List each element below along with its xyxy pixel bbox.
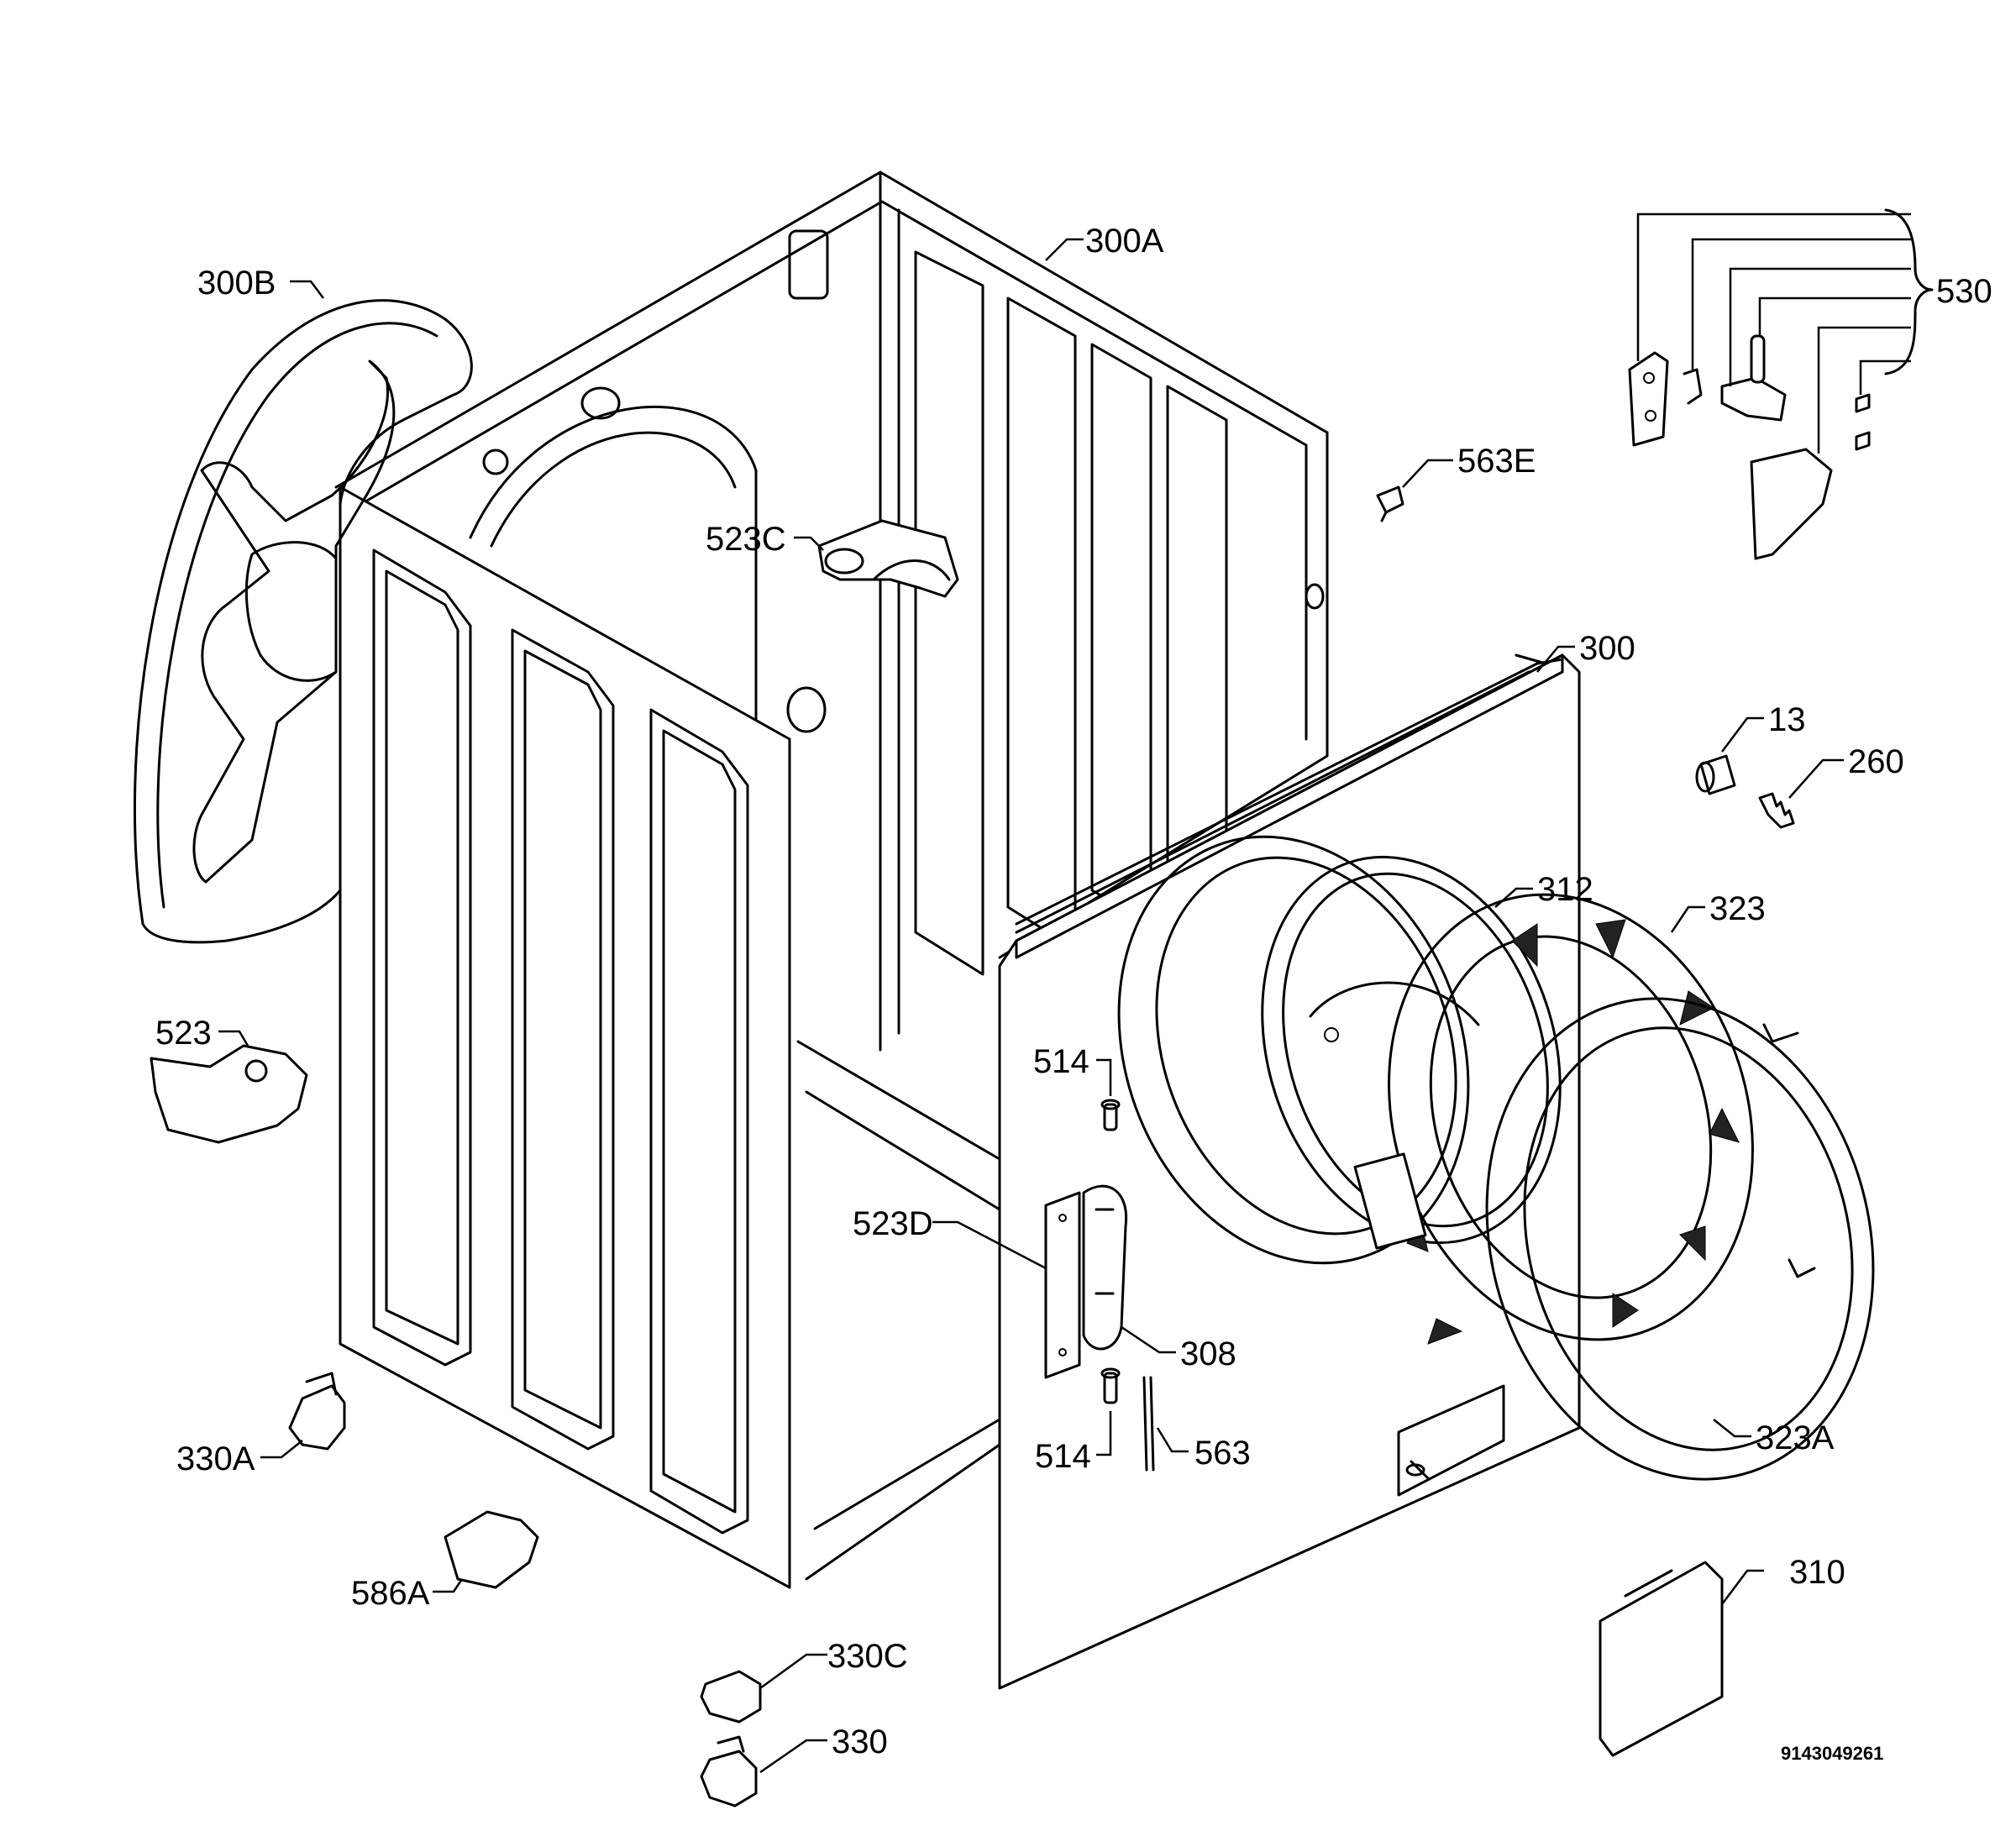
label-330A: 330A	[176, 1440, 255, 1477]
rear-cover-300B	[133, 299, 473, 944]
spring-260	[1758, 792, 1795, 829]
leader-lines	[218, 208, 1934, 1774]
label-308: 308	[1180, 1335, 1236, 1372]
rod-563	[1142, 1376, 1155, 1472]
bracket-523D	[1044, 1191, 1081, 1379]
cover-310	[1599, 1561, 1724, 1757]
label-563E: 563E	[1457, 443, 1536, 480]
label-260: 260	[1848, 743, 1904, 780]
label-323: 323	[1709, 890, 1766, 927]
label-300A: 300A	[1085, 223, 1164, 260]
label-563: 563	[1194, 1435, 1251, 1472]
label-514-top: 514	[1033, 1043, 1089, 1080]
label-523D: 523D	[853, 1205, 933, 1242]
hinge-group-530	[1628, 334, 1871, 560]
front-panel-300	[998, 653, 1581, 1690]
clip-523	[150, 1044, 308, 1144]
label-323A: 323A	[1756, 1419, 1835, 1456]
foot-330A	[288, 1372, 346, 1451]
foot-330	[700, 1735, 758, 1808]
label-310: 310	[1789, 1554, 1845, 1591]
drawing-number: 9143049261	[1781, 1743, 1883, 1764]
part-563E	[1376, 485, 1404, 522]
label-330C: 330C	[827, 1638, 908, 1675]
inner-door-323	[1353, 893, 1754, 1345]
side-panel	[339, 485, 791, 1589]
label-523: 523	[155, 1015, 212, 1052]
pin-514-bottom	[1100, 1367, 1121, 1404]
outer-door-ring-323A	[1485, 997, 1875, 1481]
label-312: 312	[1537, 871, 1593, 908]
callout-labels: 300B 300A 530 563E 523C 300 13 260 312 3…	[155, 223, 1992, 1764]
label-530: 530	[1936, 273, 1992, 310]
lock-308	[1082, 1184, 1128, 1351]
label-300B: 300B	[197, 265, 276, 302]
foot-330C	[700, 1670, 762, 1724]
door-seal-312	[1261, 855, 1562, 1245]
label-514-bottom: 514	[1035, 1438, 1091, 1475]
label-13: 13	[1768, 701, 1806, 738]
pin-514-top	[1100, 1099, 1121, 1131]
label-330: 330	[832, 1724, 888, 1760]
part-13	[1695, 754, 1736, 795]
part-586A	[444, 1510, 539, 1589]
clip-523C	[817, 519, 959, 598]
label-300: 300	[1579, 630, 1635, 667]
label-586A: 586A	[351, 1575, 430, 1612]
label-523C: 523C	[706, 521, 786, 558]
